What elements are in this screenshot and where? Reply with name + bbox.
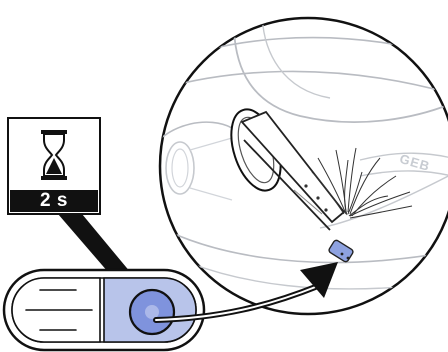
full-flush-button[interactable] <box>104 278 196 342</box>
timer-duration-label: 2 s <box>10 190 98 212</box>
small-flush-button[interactable] <box>12 278 100 342</box>
